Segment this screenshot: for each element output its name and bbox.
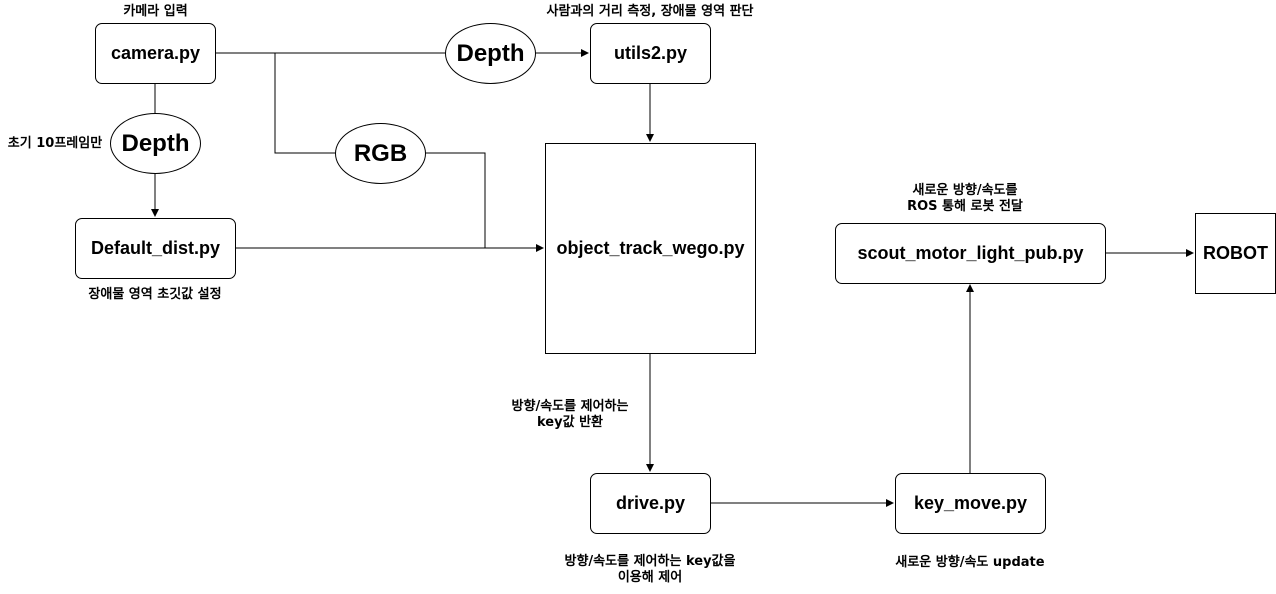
drive-node: drive.py xyxy=(590,473,711,534)
edge-rgb-to-track xyxy=(424,152,486,248)
robot-node: ROBOT xyxy=(1195,213,1276,294)
default-dist-node: Default_dist.py xyxy=(75,218,236,279)
depth-left-ellipse: Depth xyxy=(110,113,201,174)
scout-motor-node: scout_motor_light_pub.py xyxy=(835,223,1106,284)
rgb-label: RGB xyxy=(353,139,408,167)
camera-node: camera.py xyxy=(95,23,216,84)
utils2-node-label: utils2.py xyxy=(613,43,688,63)
object-track-node-label: object_track_wego.py xyxy=(556,238,745,258)
key-move-node-label: key_move.py xyxy=(913,493,1028,513)
initial-frames-note: 초기 10프레임만 xyxy=(7,136,103,151)
scout-motor-node-label: scout_motor_light_pub.py xyxy=(857,243,1084,263)
default-dist-desc-note: 장애물 영역 초깃값 설정 xyxy=(88,287,222,302)
robot-node-label: ROBOT xyxy=(1203,243,1268,263)
drive-desc-note: 방향/속도를 제어하는 key값을 이용해 제어 xyxy=(564,554,736,585)
default-dist-node-label: Default_dist.py xyxy=(90,238,221,258)
drive-node-label: drive.py xyxy=(615,493,686,513)
camera-input-note: 카메라 입력 xyxy=(123,4,188,19)
rgb-ellipse: RGB xyxy=(335,123,426,184)
key-move-node: key_move.py xyxy=(895,473,1046,534)
depth-top-label: Depth xyxy=(456,39,525,67)
key-move-desc-note: 새로운 방향/속도 update xyxy=(895,555,1045,570)
utils2-node: utils2.py xyxy=(590,23,711,84)
edge-camera-to-rgb xyxy=(274,53,336,154)
camera-node-label: camera.py xyxy=(110,43,201,63)
track-output-note: 방향/속도를 제어하는 key값 반환 xyxy=(511,399,629,430)
scout-desc-note: 새로운 방향/속도를 ROS 통해 로봇 전달 xyxy=(907,183,1023,214)
object-track-node: object_track_wego.py xyxy=(545,143,756,354)
utils2-desc-note: 사람과의 거리 측정, 장애물 영역 판단 xyxy=(546,4,754,19)
depth-top-ellipse: Depth xyxy=(445,23,536,84)
depth-left-label: Depth xyxy=(121,129,190,157)
